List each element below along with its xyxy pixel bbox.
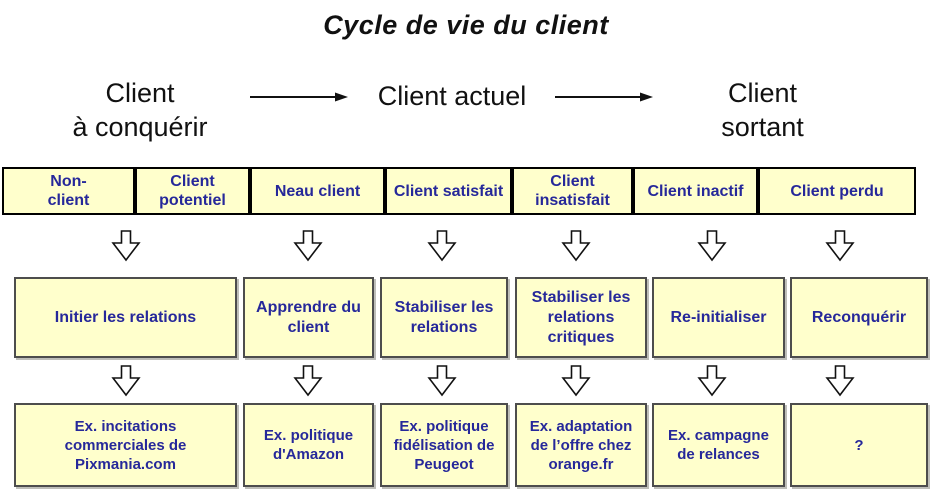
stage-label-client-a-conquerir: Client à conquérir <box>72 78 208 142</box>
down-arrow-icon <box>427 230 457 262</box>
slide-title: Cycle de vie du client <box>323 10 609 40</box>
example-box-campagne-relances: Ex. campagne de relances <box>652 403 785 487</box>
header-cell-neau-client: Neau client <box>250 167 385 215</box>
stage-label-client-actuel: Client actuel <box>377 81 527 111</box>
down-arrow-icon <box>111 230 141 262</box>
down-arrow-icon <box>561 230 591 262</box>
example-box-pixmania: Ex. incitations commerciales de Pixmania… <box>14 403 237 487</box>
example-box-peugeot: Ex. politique fidélisation de Peugeot <box>380 403 508 487</box>
down-arrow-icon <box>825 365 855 397</box>
header-cell-client-insatisfait: Client insatisfait <box>512 167 633 215</box>
down-arrow-icon <box>293 365 323 397</box>
action-box-apprendre-du-client: Apprendre du client <box>243 277 374 358</box>
stage-label-client-sortant: Client sortant <box>721 78 804 142</box>
right-arrow-icon <box>250 92 348 102</box>
down-arrow-icon <box>825 230 855 262</box>
action-box-initier-les-relations: Initier les relations <box>14 277 237 358</box>
down-arrow-icon <box>697 365 727 397</box>
action-box-re-initialiser: Re-initialiser <box>652 277 785 358</box>
down-arrow-icon <box>697 230 727 262</box>
example-box-question-mark: ? <box>790 403 928 487</box>
action-box-reconquerir: Reconquérir <box>790 277 928 358</box>
right-arrow-icon <box>555 92 653 102</box>
down-arrow-icon <box>561 365 591 397</box>
down-arrow-icon <box>427 365 457 397</box>
header-cell-non-client: Non- client <box>2 167 135 215</box>
action-box-stabiliser-relations-critiques: Stabiliser les relations critiques <box>515 277 647 358</box>
down-arrow-icon <box>293 230 323 262</box>
example-box-orange: Ex. adaptation de l’offre chez orange.fr <box>515 403 647 487</box>
header-cell-client-potentiel: Client potentiel <box>135 167 250 215</box>
example-box-amazon: Ex. politique d'Amazon <box>243 403 374 487</box>
header-cell-client-satisfait: Client satisfait <box>385 167 512 215</box>
action-box-stabiliser-les-relations: Stabiliser les relations <box>380 277 508 358</box>
down-arrow-icon <box>111 365 141 397</box>
header-cell-client-inactif: Client inactif <box>633 167 758 215</box>
header-cell-client-perdu: Client perdu <box>758 167 916 215</box>
